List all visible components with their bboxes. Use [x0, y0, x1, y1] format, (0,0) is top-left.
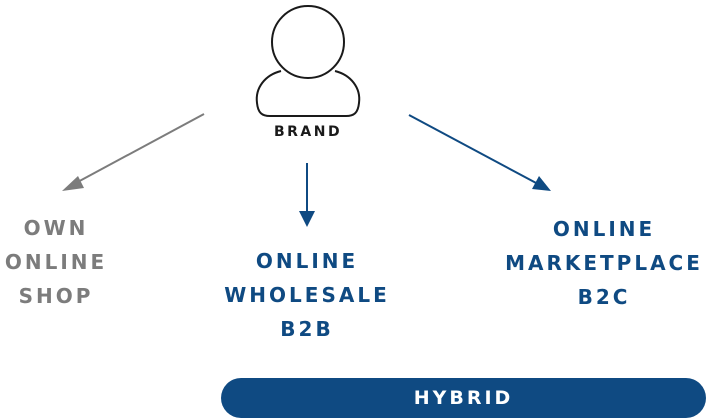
channel-own-shop-line-3: SHOP [18, 284, 94, 308]
channel-wholesale: ONLINE WHOLESALE B2B [212, 244, 402, 346]
arrow-to-marketplace [408, 114, 551, 191]
channel-marketplace-line-3: B2C [577, 285, 631, 309]
channel-own-shop: OWN ONLINE SHOP [0, 211, 112, 313]
channel-own-shop-line-1: OWN [23, 216, 89, 240]
channel-wholesale-line-2: WHOLESALE [224, 283, 390, 307]
channel-marketplace: ONLINE MARKETPLACE B2C [494, 212, 706, 314]
arrow-to-own-shop [62, 113, 205, 191]
channel-marketplace-line-1: ONLINE [552, 217, 656, 241]
channel-marketplace-line-2: MARKETPLACE [505, 251, 703, 275]
arrow-to-wholesale [299, 163, 315, 227]
hybrid-bar: HYBRID [221, 378, 706, 418]
channel-wholesale-line-3: B2B [280, 317, 334, 341]
hybrid-label: HYBRID [413, 387, 514, 409]
channel-wholesale-line-1: ONLINE [255, 249, 359, 273]
brand-label: BRAND [273, 124, 343, 140]
person-silhouette-icon [255, 5, 361, 117]
channel-own-shop-line-2: ONLINE [4, 250, 108, 274]
